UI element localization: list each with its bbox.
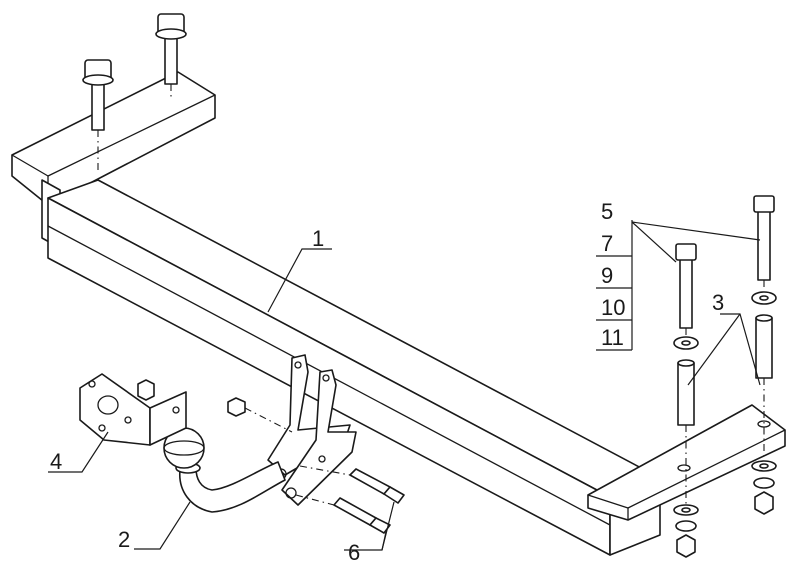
right-centerlines xyxy=(685,280,765,505)
leader-lines xyxy=(48,220,761,551)
hook-mount-plates xyxy=(267,354,357,506)
variant-label-11: 11 xyxy=(601,325,624,350)
socket-bracket xyxy=(79,373,187,446)
main-cross-beam xyxy=(47,179,661,556)
tow-ball-neck xyxy=(175,461,286,513)
left-bolt-1 xyxy=(82,59,114,172)
right-washers-upper xyxy=(673,291,777,350)
callout-3: 3 xyxy=(712,290,724,315)
tow-ball xyxy=(163,427,205,469)
left-bolt-2 xyxy=(155,13,187,100)
hook-bolt-1 xyxy=(299,465,405,504)
variant-label-10: 10 xyxy=(601,295,625,320)
mount-nut xyxy=(227,397,293,433)
callout-4: 4 xyxy=(50,449,62,474)
callout-6: 6 xyxy=(348,540,360,565)
right-bolt-1 xyxy=(675,243,697,329)
hook-bolt-2 xyxy=(295,494,391,534)
right-bolt-2 xyxy=(753,195,775,281)
callout-5: 5 xyxy=(601,199,613,224)
variant-label-7: 7 xyxy=(601,231,613,256)
right-nuts xyxy=(676,491,774,558)
callout-1: 1 xyxy=(312,226,324,251)
callout-2: 2 xyxy=(118,527,130,552)
variant-label-9: 9 xyxy=(601,263,613,288)
right-washers-lower xyxy=(673,460,777,532)
spacer-sleeves xyxy=(677,314,773,426)
